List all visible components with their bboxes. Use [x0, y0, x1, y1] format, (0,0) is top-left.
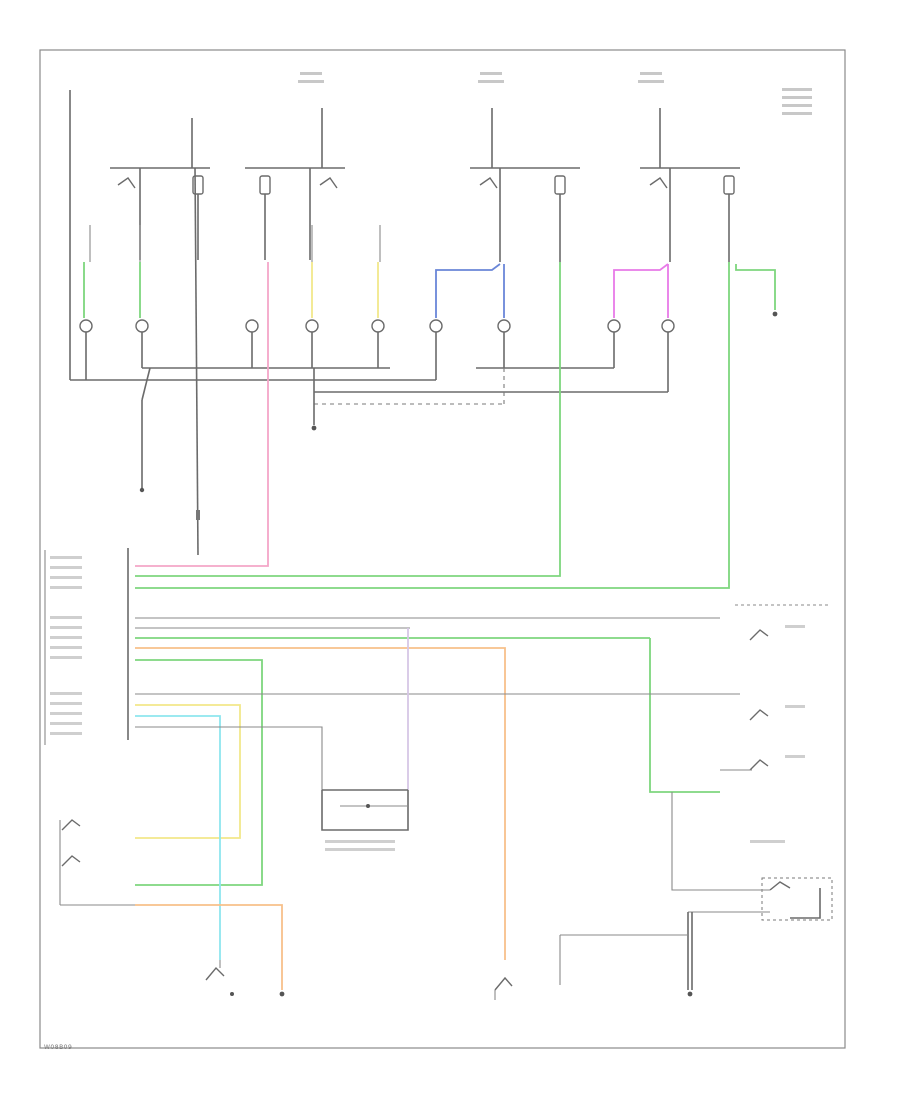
lamp-icon — [79, 319, 93, 333]
door-switch — [494, 976, 513, 1000]
ground-icon — [279, 991, 285, 997]
top-feed-wires — [69, 90, 661, 380]
connector-icon — [772, 311, 778, 317]
lamp-icon — [429, 319, 443, 333]
diagram-frame — [39, 49, 846, 1049]
ground-icon — [687, 991, 693, 997]
lamp-icon — [661, 319, 675, 333]
ground-icon — [230, 992, 234, 996]
lamp-row — [79, 311, 778, 333]
relay-3 — [470, 167, 580, 262]
diagram-footer-code: W08B09 — [44, 1044, 73, 1051]
lamp-icon — [607, 319, 621, 333]
right-switch-area — [720, 604, 830, 843]
connector-icon — [366, 804, 370, 808]
lamp-icon — [497, 319, 511, 333]
connector-pin-labels — [50, 556, 82, 735]
headlamp-switch — [559, 792, 833, 997]
fuse-stubs — [89, 225, 381, 262]
center-module — [321, 789, 409, 851]
lamp-icon — [371, 319, 385, 333]
connector-output-wires — [135, 262, 740, 960]
lamp-icon — [135, 319, 149, 333]
ground-icon — [139, 487, 145, 493]
lamp-icon — [305, 319, 319, 333]
relay-2 — [245, 167, 345, 260]
control-module-connector — [44, 167, 200, 745]
header-labels — [298, 72, 812, 115]
lower-left-components — [135, 904, 285, 997]
relay-4 — [640, 167, 740, 262]
ground-icon — [311, 425, 317, 431]
left-switches — [59, 819, 135, 906]
upper-colored-wires — [83, 262, 776, 318]
lamp-icon — [245, 319, 259, 333]
ground-bus — [70, 332, 669, 493]
